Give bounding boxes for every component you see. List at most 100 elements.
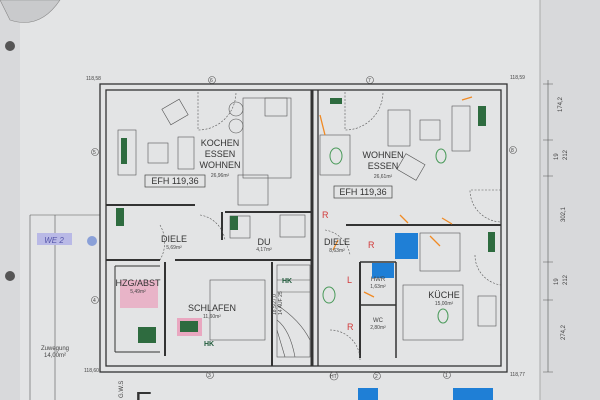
dimension-line xyxy=(543,80,553,373)
svg-text:7: 7 xyxy=(368,78,371,84)
room-area: 5,69m² xyxy=(166,245,182,251)
elevation-label: 118,77 xyxy=(510,372,525,378)
heater-marker xyxy=(478,106,486,126)
pink-marker xyxy=(120,280,158,308)
room-area: 5,49m² xyxy=(130,289,146,295)
red-annotations: R R R L xyxy=(322,210,375,332)
room-area: 11,60m² xyxy=(203,314,221,320)
shower xyxy=(279,214,306,238)
heater-marker xyxy=(330,98,342,104)
orange-annotations xyxy=(319,96,473,298)
elevation-label: 118,60 xyxy=(84,368,99,374)
efh-label: EFH 119,36 xyxy=(151,176,198,186)
door-swing xyxy=(469,189,502,223)
efh-box xyxy=(333,185,393,199)
sofa xyxy=(117,129,137,176)
blue-marker xyxy=(453,388,493,400)
blue-marker xyxy=(372,263,394,278)
inner-wall-face xyxy=(105,89,502,367)
dimension-labels: 174,2 19 212 302,1 19 212 274,2 xyxy=(554,96,569,340)
svg-text:HT: HT xyxy=(330,374,337,380)
svg-text:L: L xyxy=(347,275,352,285)
door-swing xyxy=(159,224,165,261)
dining-table xyxy=(237,174,269,206)
zuwegung-label: Zuwegung xyxy=(41,346,69,352)
room-label-wohnen: WOHNEN xyxy=(363,150,404,160)
heater-marker xyxy=(121,138,127,164)
armchair xyxy=(161,98,189,126)
stairs-label: 14 AUF 25 xyxy=(278,291,284,315)
dimension-label: 212 xyxy=(563,149,569,160)
room-label-essen: ESSEN xyxy=(205,149,236,159)
zuwegung-area: 14,00m² xyxy=(44,353,66,359)
coffee-table xyxy=(147,142,169,164)
heater-marker xyxy=(180,321,198,332)
door-swing xyxy=(324,229,351,256)
svg-text:5: 5 xyxy=(93,150,96,156)
sofa xyxy=(451,105,471,152)
room-label-hzg-abst: HZG/ABST xyxy=(115,278,161,288)
svg-text:3: 3 xyxy=(208,373,211,379)
gws-label: G.W.S xyxy=(119,381,125,398)
room-area: 15,00m² xyxy=(435,301,454,307)
room-label-essen: ESSEN xyxy=(368,161,399,171)
svg-text:R: R xyxy=(347,322,354,332)
bed xyxy=(209,279,266,341)
blue-marker xyxy=(395,233,418,259)
stove xyxy=(477,295,497,327)
dimension-label: 274,2 xyxy=(561,324,567,340)
door-swing xyxy=(329,329,361,361)
elevation-label: 118,58 xyxy=(86,76,101,82)
room-area: 4,17m² xyxy=(256,247,272,253)
room-label-schlafen: SCHLAFEN xyxy=(188,303,236,313)
room-label-diele: DIELE xyxy=(161,234,187,244)
room-label-wohnen: WOHNEN xyxy=(200,160,241,170)
blue-marker xyxy=(358,388,378,400)
svg-text:R: R xyxy=(368,240,375,250)
svg-text:1: 1 xyxy=(445,373,448,379)
room-area: 2,80m² xyxy=(370,325,386,331)
efh-label: EFH 119,36 xyxy=(339,187,386,197)
dining-table xyxy=(419,232,461,272)
axis-markers: 6 7 5 8 4 3 2 1 HT xyxy=(91,76,517,381)
room-label-kueche: KÜCHE xyxy=(428,290,460,300)
armchair xyxy=(396,153,426,181)
room-label-du: DU xyxy=(258,237,271,247)
hk-label: HK xyxy=(282,278,292,285)
heater-marker xyxy=(488,232,495,252)
punch-hole xyxy=(5,271,15,281)
plan-sheet xyxy=(20,0,540,400)
svg-text:R: R xyxy=(322,210,329,220)
dimension-label: 19 xyxy=(554,278,560,285)
room-area: 8,63m² xyxy=(329,248,345,254)
heater-marker xyxy=(116,208,124,226)
room-label-diele: DIELE xyxy=(324,237,350,247)
efh-box xyxy=(144,174,206,188)
stairs-label: 18,5/27,0 xyxy=(272,294,278,315)
room-area: 26,96m² xyxy=(211,173,230,179)
svg-text:8: 8 xyxy=(511,148,514,154)
drawing-title-fragment: E xyxy=(135,386,152,400)
door-swing xyxy=(199,214,226,241)
svg-text:6: 6 xyxy=(210,78,213,84)
staircase xyxy=(276,264,311,358)
room-area: 1,63m² xyxy=(370,284,386,290)
unit-tag-highlight xyxy=(37,233,72,245)
room-label-wc: WC xyxy=(373,318,384,324)
room-label-hwr: HWR xyxy=(371,277,386,283)
svg-text:2: 2 xyxy=(375,374,378,380)
room-label-kochen: KOCHEN xyxy=(201,138,240,148)
corner-drawing xyxy=(0,0,61,23)
sofa xyxy=(387,109,411,147)
punch-hole xyxy=(5,41,15,51)
unit-marker xyxy=(87,236,97,246)
dimension-label: 212 xyxy=(563,274,569,285)
kitchen-island xyxy=(402,284,464,341)
dining-table xyxy=(319,134,351,176)
svg-text:4: 4 xyxy=(93,298,96,304)
hk-label: HK xyxy=(204,341,214,348)
unit-tag: WE 2 xyxy=(44,236,64,245)
green-blue-circles xyxy=(322,147,449,324)
dimension-label: 174,2 xyxy=(558,96,564,112)
